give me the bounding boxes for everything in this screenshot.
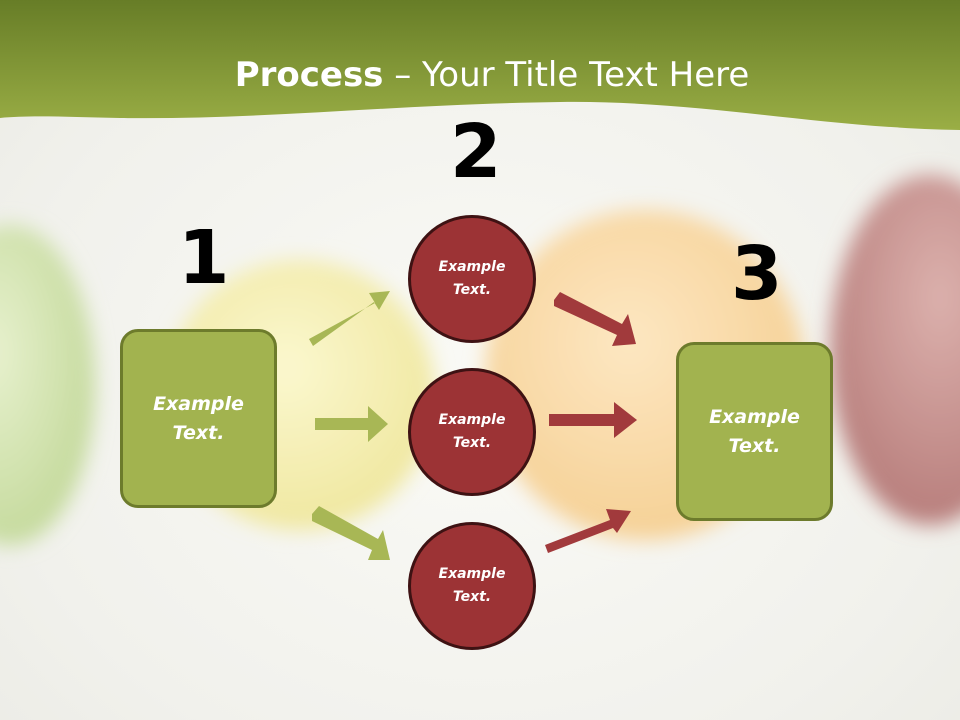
- box-end-text: Example Text.: [709, 405, 800, 457]
- step-number-1: 1: [178, 215, 230, 301]
- arrow-green-up: [309, 291, 390, 346]
- header-band: [0, 0, 960, 130]
- circle-bottom-text: Example Text.: [438, 566, 506, 605]
- step-number-2: 2: [450, 109, 502, 195]
- process-circle-middle[interactable]: Example Text.: [408, 368, 536, 496]
- process-circle-top[interactable]: Example Text.: [408, 215, 536, 343]
- step-number-3: 3: [731, 231, 783, 317]
- arrow-green-middle: [315, 406, 388, 442]
- box-start-text: Example Text.: [153, 392, 244, 444]
- circle-middle-text: Example Text.: [438, 412, 506, 451]
- circle-top-text: Example Text.: [438, 259, 506, 298]
- slide-title[interactable]: Process – Your Title Text Here: [0, 50, 960, 100]
- process-box-end[interactable]: Example Text.: [676, 342, 833, 521]
- process-box-start[interactable]: Example Text.: [120, 329, 277, 508]
- arrow-red-down: [554, 292, 636, 346]
- arrow-red-middle: [549, 402, 637, 438]
- arrow-green-down: [312, 506, 390, 560]
- process-circle-bottom[interactable]: Example Text.: [408, 522, 536, 650]
- fruit-green-apple: [0, 225, 95, 545]
- title-bold: Process: [234, 55, 384, 95]
- title-rest: – Your Title Text Here: [383, 55, 750, 95]
- arrow-red-up: [545, 509, 631, 553]
- fruit-red-apple: [830, 175, 960, 525]
